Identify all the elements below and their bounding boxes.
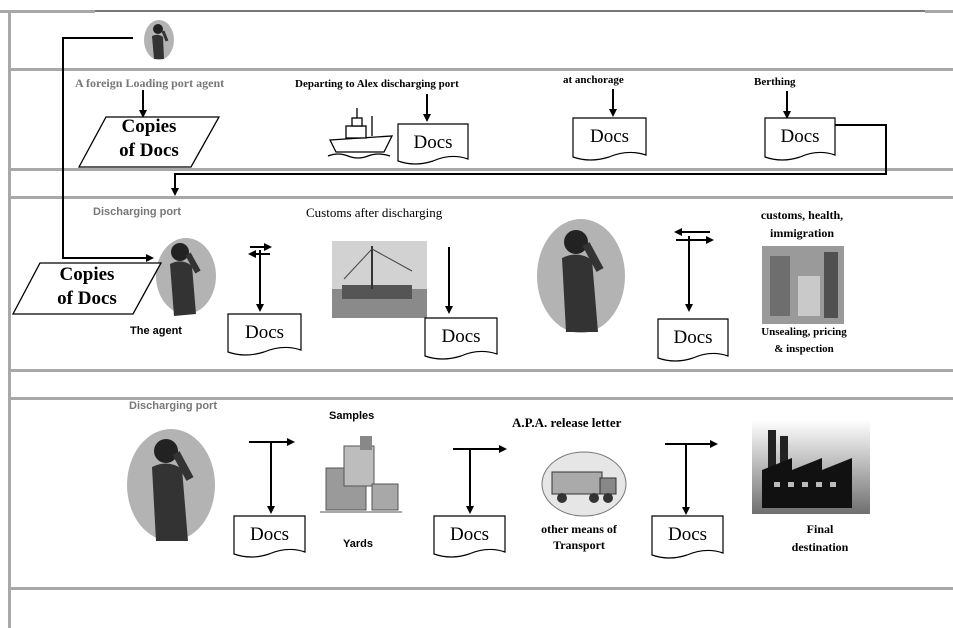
- row-divider: [10, 587, 953, 590]
- agent-figure-icon: [127, 429, 215, 541]
- transport-label-line1: other means of: [541, 522, 617, 536]
- foreign-agent-label: A foreign Loading port agent: [75, 76, 225, 90]
- berthing-label: Berthing: [754, 76, 796, 88]
- unsealing-label-line1: Unsealing, pricing: [761, 326, 847, 338]
- ship-icon: [327, 108, 394, 159]
- departing-label: Departing to Alex discharging port: [295, 78, 459, 90]
- yards-icon: [320, 436, 402, 513]
- docs-label: Docs: [413, 132, 453, 153]
- customs-label: Customs after discharging: [306, 205, 443, 220]
- row-divider: [10, 168, 953, 171]
- copies-label-line2: of Docs: [119, 140, 179, 161]
- agent-figure-icon: [144, 20, 174, 60]
- docs-document: Docs: [424, 317, 498, 362]
- row-divider: [10, 397, 953, 400]
- top-edge: [0, 10, 95, 13]
- anchorage-label: at anchorage: [563, 74, 624, 86]
- docs-label: Docs: [244, 322, 285, 343]
- docs-label: Docs: [673, 327, 713, 348]
- discharging-port-label: Discharging port: [93, 206, 182, 218]
- discharging-port-label: Discharging port: [129, 400, 218, 412]
- row-divider: [10, 369, 953, 372]
- docs-document: Docs: [233, 515, 306, 560]
- docs-document: Docs: [657, 318, 729, 364]
- samples-label: Samples: [329, 410, 375, 422]
- docs-label: Docs: [780, 126, 820, 147]
- docs-label: Docs: [449, 524, 490, 545]
- docs-label: Docs: [249, 524, 290, 545]
- top-edge-right: [925, 10, 953, 13]
- inspection-photo: [762, 246, 844, 324]
- docs-label: Docs: [667, 524, 708, 545]
- authorities-label-line2: immigration: [770, 226, 834, 240]
- copies-label-line1: Copies: [59, 264, 115, 285]
- copies-of-docs-box: Copies of Docs: [12, 262, 162, 315]
- row-divider: [10, 196, 953, 199]
- agent-figure-icon: [537, 219, 625, 333]
- docs-document: Docs: [572, 117, 647, 163]
- transport-label-line2: Transport: [553, 538, 605, 552]
- agent-to-copies-arrow: [62, 37, 154, 262]
- row-divider: [10, 68, 953, 71]
- final-destination-line1: Final: [806, 522, 834, 536]
- docs-document: Docs: [433, 515, 506, 560]
- docs-label: Docs: [589, 126, 630, 147]
- final-destination-line2: destination: [791, 540, 849, 554]
- discharging-photo: [332, 241, 427, 318]
- agent-figure-icon: [156, 238, 216, 316]
- berthing-return-arrow: [171, 124, 887, 196]
- transport-icon: [541, 451, 627, 517]
- docs-document: Docs: [227, 313, 302, 358]
- copies-of-docs-box: Copies of Docs: [78, 116, 220, 168]
- docs-label: Docs: [441, 326, 481, 347]
- authorities-label-line1: customs, health,: [760, 208, 844, 222]
- release-letter-label: A.P.A. release letter: [512, 415, 622, 430]
- copies-label-line2: of Docs: [57, 288, 117, 309]
- left-border: [8, 10, 11, 628]
- docs-document: Docs: [397, 123, 469, 167]
- docs-document: Docs: [651, 515, 724, 561]
- top-border: [95, 10, 925, 12]
- yards-label: Yards: [343, 538, 373, 550]
- docs-document: Docs: [764, 117, 836, 163]
- the-agent-label: The agent: [130, 325, 182, 337]
- factory-icon: [752, 420, 870, 514]
- copies-label-line1: Copies: [121, 116, 177, 137]
- unsealing-label-line2: & inspection: [774, 343, 834, 355]
